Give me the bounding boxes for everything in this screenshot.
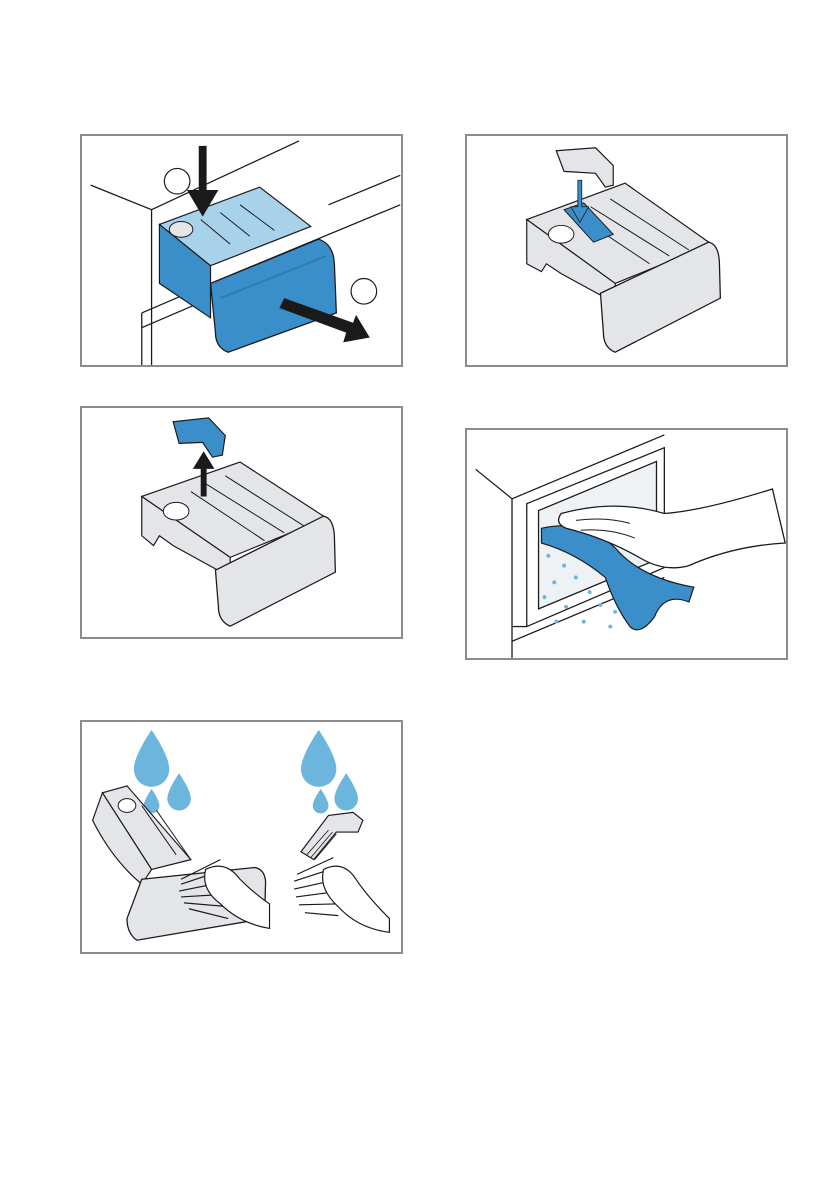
pull-out-insert-illustration <box>82 408 401 637</box>
figure-insert-insert <box>465 134 788 367</box>
remove-drawer-illustration <box>82 136 401 365</box>
water-drop-icon <box>134 730 169 787</box>
figure-pull-out-insert <box>80 406 403 639</box>
water-drop-icon <box>167 773 191 810</box>
insert-part-blue <box>173 418 225 457</box>
insert-part <box>556 148 613 187</box>
water-drop-icon <box>313 789 329 814</box>
step-circle-1 <box>164 168 190 194</box>
brush-hand-right <box>323 866 390 932</box>
figure-remove-drawer <box>80 134 403 367</box>
figure-rinse-drawer-and-insert <box>80 720 403 954</box>
wipe-recess-illustration <box>467 430 786 658</box>
insert-part <box>301 812 363 859</box>
machine-edge <box>91 185 152 365</box>
water-drop-icon <box>334 773 358 810</box>
insert-insert-illustration <box>467 136 786 365</box>
figure-wipe-drawer-recess <box>465 428 788 660</box>
rinse-illustration <box>82 722 401 952</box>
water-drop-icon <box>301 730 336 787</box>
step-circle-2 <box>351 279 377 305</box>
